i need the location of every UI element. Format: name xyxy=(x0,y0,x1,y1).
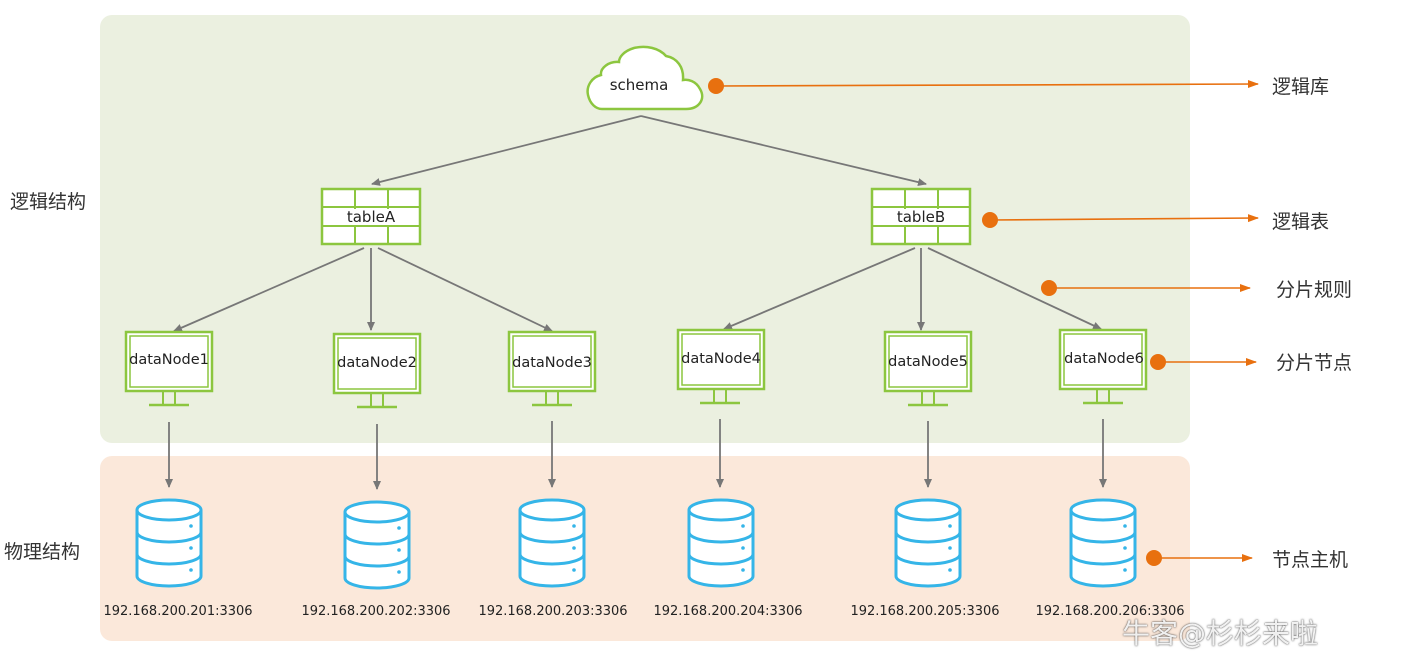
annotation-logical-db: 逻辑库 xyxy=(1272,76,1330,98)
physical-structure-label: 物理结构 xyxy=(4,541,81,563)
connector-lines xyxy=(165,115,1107,490)
database-icon-6 xyxy=(1069,498,1137,588)
host-address-6: 192.168.200.206:3306 xyxy=(1035,604,1184,619)
data-node-2: dataNode2 xyxy=(332,332,422,409)
data-node-label: dataNode3 xyxy=(512,355,592,371)
data-node-5: dataNode5 xyxy=(883,330,973,407)
pointer-logical-table xyxy=(982,212,1259,228)
data-node-label: dataNode4 xyxy=(681,351,761,367)
data-node-4: dataNode4 xyxy=(676,328,766,405)
host-address-2: 192.168.200.202:3306 xyxy=(301,604,450,619)
data-node-label: dataNode1 xyxy=(129,352,209,368)
annotation-sharding-rule: 分片规则 xyxy=(1276,279,1353,301)
schema-cloud-icon: schema xyxy=(586,45,704,111)
edge-tableA-node1 xyxy=(173,247,365,332)
monitor-icon xyxy=(676,328,766,405)
monitor-icon xyxy=(1058,328,1148,405)
annotation-shard-node: 分片节点 xyxy=(1276,352,1353,374)
pointer-shard-node xyxy=(1150,354,1257,370)
edge-tableB-node4 xyxy=(723,247,916,330)
annotation-pointers xyxy=(708,78,1259,566)
data-node-label: dataNode5 xyxy=(888,354,968,370)
monitor-icon xyxy=(507,330,597,407)
table-b-label: tableB xyxy=(897,208,945,226)
host-address-4: 192.168.200.204:3306 xyxy=(653,604,802,619)
database-icon-3 xyxy=(518,498,586,588)
logical-structure-label: 逻辑结构 xyxy=(10,191,87,213)
pointer-logical-db xyxy=(708,78,1259,94)
edge-tableB-node6 xyxy=(927,247,1102,330)
database-icon-5 xyxy=(894,498,962,588)
database-icon-2 xyxy=(343,500,411,590)
pointer-sharding-rule xyxy=(1041,280,1251,296)
monitor-icon xyxy=(332,332,422,409)
data-node-1: dataNode1 xyxy=(124,330,214,407)
data-node-3: dataNode3 xyxy=(507,330,597,407)
monitor-icon xyxy=(124,330,214,407)
database-icon-1 xyxy=(135,498,203,588)
database-icon-4 xyxy=(687,498,755,588)
host-address-5: 192.168.200.205:3306 xyxy=(850,604,999,619)
monitor-icon xyxy=(883,330,973,407)
annotation-logical-table: 逻辑表 xyxy=(1272,211,1330,233)
edge-tableA-node3 xyxy=(377,247,553,332)
host-address-3: 192.168.200.203:3306 xyxy=(478,604,627,619)
table-b-icon: tableB xyxy=(870,187,972,246)
table-a-icon: tableA xyxy=(320,187,422,246)
pointer-node-host xyxy=(1146,550,1253,566)
edge-schema-tableB xyxy=(640,115,927,187)
data-node-label: dataNode6 xyxy=(1064,351,1144,367)
annotation-node-host: 节点主机 xyxy=(1272,549,1349,571)
data-node-6: dataNode6 xyxy=(1058,328,1148,405)
edge-schema-tableA xyxy=(371,115,642,186)
host-address-1: 192.168.200.201:3306 xyxy=(103,604,252,619)
data-node-label: dataNode2 xyxy=(337,355,417,371)
schema-label: schema xyxy=(610,76,669,94)
watermark: 牛客@杉杉来啦 xyxy=(1122,617,1319,650)
physical-structure-region xyxy=(100,456,1190,641)
table-a-label: tableA xyxy=(347,208,396,226)
